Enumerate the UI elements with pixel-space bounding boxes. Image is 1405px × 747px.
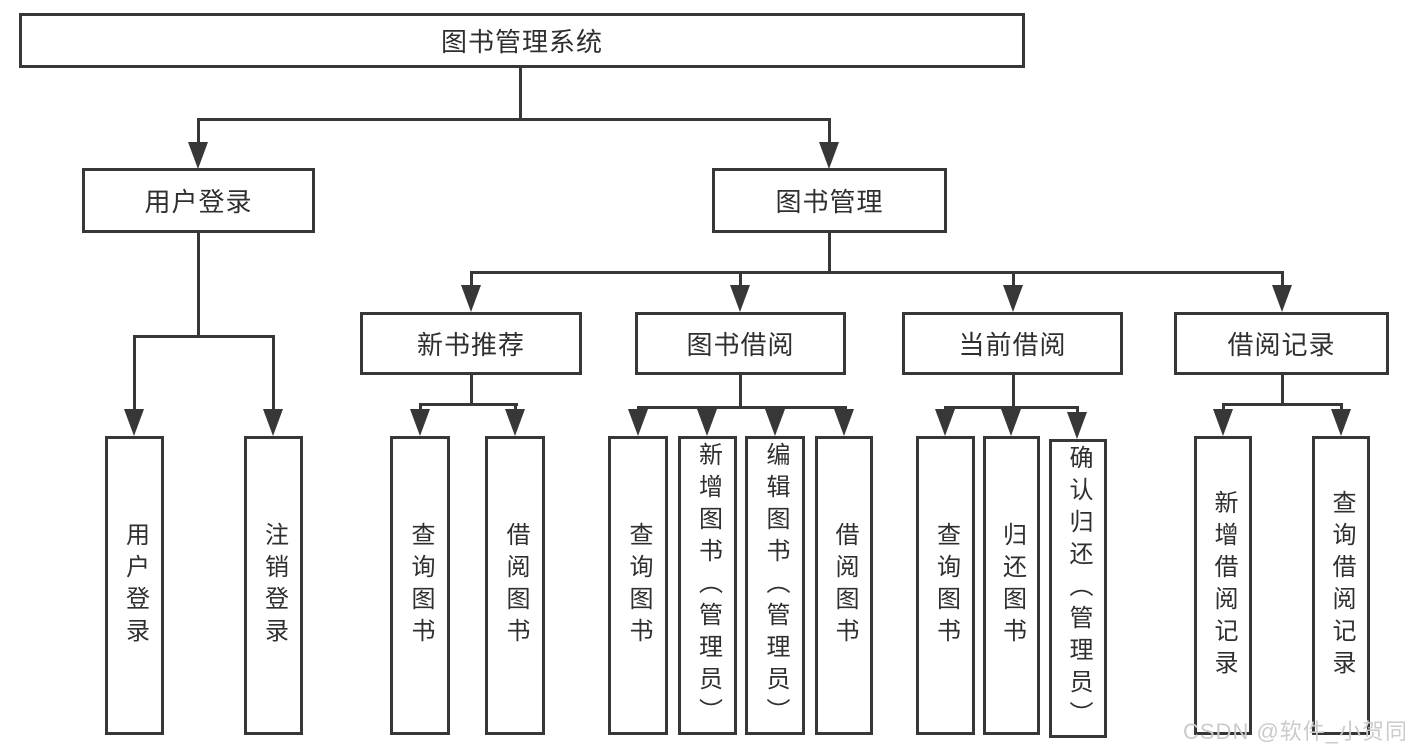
- connector-drop: [1340, 403, 1343, 413]
- node-label: 用户登录: [144, 187, 253, 217]
- connector-drop-login-leaf: [133, 335, 136, 412]
- connector-current-borrow-stem: [1012, 375, 1015, 408]
- leaf-user-login: 用户登录: [105, 436, 164, 735]
- arrowhead-icon: [1272, 285, 1292, 312]
- connector-drop: [514, 403, 517, 413]
- node-label: 借阅记录: [1227, 330, 1336, 360]
- arrowhead-icon: [730, 285, 750, 312]
- connector-root-stem: [519, 68, 522, 120]
- leaf-label: 查询图书: [932, 521, 960, 650]
- connector-book-mgmt-rail: [470, 271, 1283, 274]
- node-current-borrowing: 当前借阅: [902, 312, 1123, 375]
- arrowhead-icon: [263, 409, 283, 436]
- leaf-query-books-recommend: 查询图书: [390, 436, 450, 735]
- connector-drop: [1222, 403, 1225, 413]
- arrowhead-icon: [1001, 409, 1021, 436]
- leaf-label: 借阅图书: [831, 521, 858, 650]
- leaf-label: 借阅图书: [502, 521, 529, 650]
- arrowhead-icon: [188, 142, 208, 169]
- connector-drop-user-login: [197, 118, 200, 145]
- node-borrowing-records: 借阅记录: [1174, 312, 1389, 375]
- arrowhead-icon: [628, 409, 648, 436]
- arrowhead-icon: [819, 142, 839, 169]
- arrowhead-icon: [935, 409, 955, 436]
- node-book-borrowing: 图书借阅: [635, 312, 846, 375]
- connector-drop: [1076, 406, 1079, 415]
- leaf-add-books-admin: 新增图书（管理员）: [678, 436, 737, 735]
- arrowhead-icon: [410, 409, 430, 436]
- arrowhead-icon: [505, 409, 525, 436]
- leaf-label: 新增借阅记录: [1210, 489, 1237, 682]
- arrowhead-icon: [124, 409, 144, 436]
- arrowhead-icon: [1331, 409, 1351, 436]
- leaf-label: 编辑图书（管理员）: [762, 441, 789, 730]
- leaf-return-books: 归还图书: [983, 436, 1040, 735]
- arrowhead-icon: [834, 409, 854, 436]
- arrowhead-icon: [461, 285, 481, 312]
- leaf-edit-books-admin: 编辑图书（管理员）: [745, 436, 805, 735]
- leaf-label: 查询借阅记录: [1328, 489, 1355, 682]
- leaf-label: 注销登录: [260, 521, 288, 650]
- leaf-query-books-current: 查询图书: [916, 436, 975, 735]
- leaf-logout: 注销登录: [244, 436, 303, 735]
- leaf-query-books-borrowing: 查询图书: [608, 436, 668, 735]
- connector-drop-new-book-rec: [470, 271, 473, 288]
- arrowhead-icon: [697, 409, 717, 436]
- arrowhead-icon: [765, 409, 785, 436]
- connector-drop: [419, 403, 422, 413]
- connector-drop-current-borrow: [1012, 271, 1015, 288]
- leaf-label: 归还图书: [998, 521, 1026, 650]
- node-user-login: 用户登录: [82, 168, 315, 233]
- node-label: 图书管理系统: [440, 27, 603, 57]
- csdn-watermark: CSDN @软件_小贺同学: [1183, 719, 1405, 744]
- arrowhead-icon: [1067, 412, 1087, 439]
- connector-new-book-rail: [419, 403, 518, 406]
- node-label: 图书借阅: [686, 330, 795, 360]
- leaf-add-borrow-record: 新增借阅记录: [1194, 436, 1252, 735]
- connector-drop-book-mgmt: [828, 118, 831, 145]
- connector-drop-borrow-records: [1281, 271, 1284, 288]
- leaf-confirm-return-admin: 确认归还（管理员）: [1049, 439, 1107, 738]
- node-new-book-recommendation: 新书推荐: [360, 312, 582, 375]
- connector-book-borrow-rail: [637, 406, 847, 409]
- node-label: 图书管理: [775, 187, 884, 217]
- leaf-borrow-books: 借阅图书: [815, 436, 873, 735]
- connector-drop-book-borrow: [739, 271, 742, 288]
- connector-root-rail: [197, 118, 831, 121]
- leaf-label: 确认归还（管理员）: [1065, 444, 1092, 733]
- connector-book-borrow-stem: [739, 375, 742, 408]
- leaf-label: 查询图书: [625, 521, 652, 650]
- leaf-query-borrow-record: 查询借阅记录: [1312, 436, 1370, 735]
- connector-book-mgmt-stem: [828, 233, 831, 274]
- node-book-management: 图书管理: [712, 168, 947, 233]
- leaf-borrow-books-recommend: 借阅图书: [485, 436, 545, 735]
- connector-user-login-stem: [197, 233, 200, 338]
- leaf-label: 查询图书: [407, 521, 434, 650]
- node-library-management-system: 图书管理系统: [19, 13, 1025, 68]
- leaf-label: 新增图书（管理员）: [694, 441, 722, 730]
- connector-user-login-rail: [133, 335, 275, 338]
- connector-borrow-records-stem: [1281, 375, 1284, 405]
- connector-borrow-records-rail: [1222, 403, 1343, 406]
- arrowhead-icon: [1003, 285, 1023, 312]
- node-label: 当前借阅: [958, 330, 1067, 360]
- arrowhead-icon: [1213, 409, 1233, 436]
- connector-new-book-stem: [470, 375, 473, 406]
- node-label: 新书推荐: [416, 330, 525, 360]
- leaf-label: 用户登录: [121, 521, 149, 650]
- connector-drop-logout-leaf: [272, 335, 275, 412]
